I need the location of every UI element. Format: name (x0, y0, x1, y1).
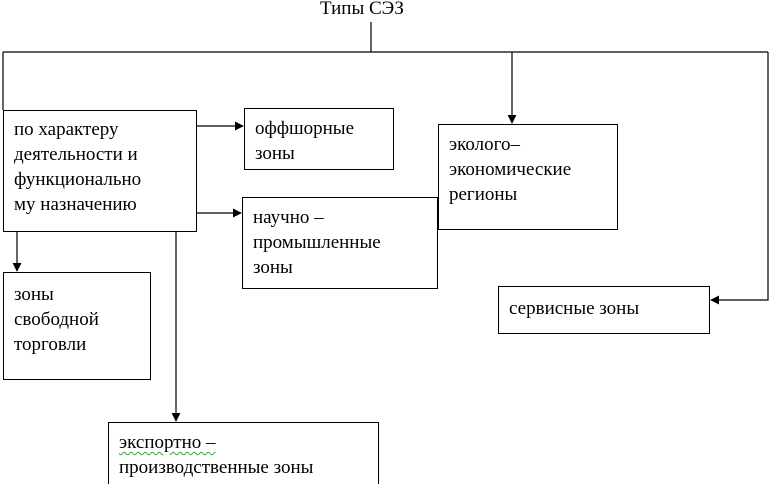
box-line: зоны (253, 257, 293, 278)
box-line: зоны (255, 143, 295, 164)
box-free-trade-zones: зоны свободной торговли (3, 272, 151, 380)
box-line: производственные зоны (119, 457, 314, 478)
box-line: деятельности и (14, 144, 138, 165)
box-line: научно – (253, 207, 324, 228)
box-line: торговли (14, 334, 87, 355)
box-line: свободной (14, 309, 99, 330)
box-offshore-zones: оффшорные зоны (244, 108, 394, 170)
box-line: зоны (14, 284, 54, 305)
box-line: оффшорные (255, 118, 355, 139)
box-science-industrial-zones: научно – промышленные зоны (242, 197, 438, 289)
box-service-zones: сервисные зоны (498, 286, 710, 334)
box-line: промышленные (253, 232, 381, 253)
box-line: экспортно – (119, 432, 216, 453)
box-line: му назначению (14, 194, 137, 215)
box-line: функционально (14, 169, 142, 190)
box-line: эколого– (449, 134, 520, 155)
arrow-to-service (710, 52, 769, 305)
diagram-title: Типы СЭЗ (320, 0, 404, 19)
box-line: экономические (449, 159, 572, 180)
box-line: сервисные зоны (509, 298, 640, 319)
box-line: по характеру (14, 119, 119, 140)
box-export-production-zones: экспортно – производственные зоны (108, 422, 379, 484)
box-line: регионы (449, 184, 518, 205)
box-eco-economic-regions: эколого– экономические регионы (438, 124, 618, 230)
box-activity-purpose: по характеру деятельности и функциональн… (3, 110, 197, 232)
